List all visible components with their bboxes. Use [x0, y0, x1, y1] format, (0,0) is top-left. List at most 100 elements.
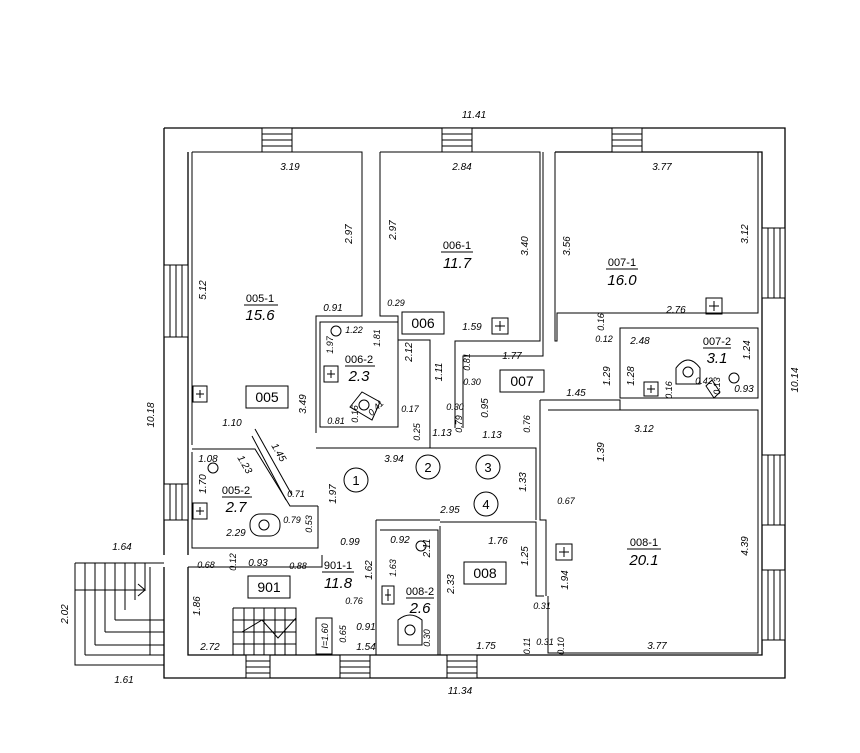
- dim: 3.40: [520, 236, 531, 256]
- dim: 0.68: [197, 560, 215, 570]
- dim: 0.29: [387, 298, 405, 308]
- dim: 0.65: [338, 624, 348, 643]
- stair-label: I=1.60: [320, 623, 330, 648]
- dim-stair-bottom: 1.61: [114, 675, 133, 686]
- dim: 1.24: [742, 340, 753, 360]
- dim: 0.95: [480, 398, 491, 418]
- room-id: 007-1: [608, 257, 636, 269]
- room-area: 2.7: [225, 499, 248, 516]
- room-area: 11.8: [324, 575, 353, 592]
- dim: 2.11: [422, 539, 433, 559]
- dim: 1.22: [345, 325, 363, 335]
- dim: 1.13: [482, 430, 502, 441]
- room-006-1: 006-1 11.7: [441, 240, 473, 272]
- dim: 0.31: [533, 601, 551, 611]
- svg-text:007: 007: [510, 373, 534, 389]
- dim: 1.23: [235, 454, 254, 477]
- dim: 0.25: [412, 422, 422, 441]
- dim: 3.94: [384, 454, 404, 465]
- dim: 0.91: [323, 303, 342, 314]
- interior-walls: [74, 151, 759, 666]
- dim: 3.77: [652, 162, 672, 173]
- dim-stair-top: 1.64: [112, 542, 132, 553]
- dim: 0.31: [536, 637, 554, 647]
- dim: 1.62: [364, 560, 375, 580]
- circle-1: 1: [343, 467, 369, 493]
- dim: 1.86: [192, 596, 203, 616]
- dim-overall-top: 11.41: [462, 110, 486, 121]
- room-005-2: 005-2 2.7: [222, 485, 252, 516]
- dim: 1.76: [488, 536, 508, 547]
- room-006-2: 006-2 2.3: [345, 354, 375, 385]
- svg-text:005: 005: [255, 389, 279, 405]
- dim: 0.41: [366, 398, 385, 417]
- svg-text:3: 3: [484, 460, 491, 475]
- circle-4: 4: [473, 491, 499, 517]
- dim: 0.53: [304, 515, 314, 533]
- room-008-1: 008-1 20.1: [627, 537, 661, 569]
- dim: 1.75: [476, 641, 496, 652]
- dim: 3.19: [280, 162, 300, 173]
- room-id: 005-1: [246, 293, 274, 305]
- room-area: 3.1: [707, 350, 728, 367]
- dim: 1.45: [269, 442, 288, 465]
- dim: 0.30: [446, 402, 464, 412]
- svg-text:4: 4: [482, 497, 489, 512]
- dim: 0.81: [462, 353, 472, 371]
- dim: 1.54: [356, 642, 376, 653]
- room-007-1: 007-1 16.0: [606, 257, 638, 289]
- dim: 2.84: [451, 162, 472, 173]
- dim: 0.30: [422, 629, 432, 647]
- dim: 1.94: [560, 570, 571, 590]
- room-area: 20.1: [628, 552, 658, 569]
- dim: 2.48: [629, 336, 650, 347]
- dim: 1.45: [566, 388, 586, 399]
- dim: 0.88: [289, 561, 307, 571]
- room-area: 2.3: [348, 368, 371, 385]
- dim: 1.97: [325, 335, 335, 354]
- dim: 0.16: [596, 313, 606, 331]
- dim: 1.13: [432, 428, 452, 439]
- room-id: 006-2: [345, 354, 373, 366]
- dim: 0.16: [664, 381, 674, 399]
- dim: 3.77: [647, 641, 667, 652]
- dim: 0.92: [390, 535, 410, 546]
- dim: 0.93: [248, 558, 268, 569]
- room-008-2: 008-2 2.6: [406, 586, 434, 617]
- dim: 0.99: [340, 537, 360, 548]
- room-id: 006-1: [443, 240, 471, 252]
- dim: 1.63: [388, 559, 398, 577]
- dim-stair-side: 2.02: [60, 604, 71, 625]
- svg-text:1: 1: [352, 473, 359, 488]
- dim: 0.76: [345, 596, 363, 606]
- svg-text:2: 2: [424, 460, 431, 475]
- dim: 3.49: [298, 394, 309, 414]
- dim: 0.30: [463, 377, 481, 387]
- dim: 0.16: [350, 405, 360, 423]
- dim: 0.12: [228, 553, 238, 571]
- dim: 1.77: [502, 351, 522, 362]
- dim-overall-left: 10.18: [146, 402, 157, 427]
- dim: 0.76: [522, 415, 532, 433]
- room-005-1: 005-1 15.6: [244, 293, 278, 324]
- dim: 1.11: [434, 363, 445, 382]
- dim: 0.12: [595, 334, 613, 344]
- dim: 2.97: [388, 220, 399, 241]
- room-007-2: 007-2 3.1: [703, 336, 731, 367]
- dim-overall-right: 10.14: [790, 367, 801, 392]
- dim: 2.95: [439, 505, 460, 516]
- dim: 0.91: [356, 622, 375, 633]
- dim: 2.72: [199, 642, 220, 653]
- fixtures: [192, 297, 740, 655]
- dim: 2.97: [344, 224, 355, 245]
- dim: 1.29: [602, 366, 613, 386]
- room-id: 005-2: [222, 485, 250, 497]
- dim: 1.10: [222, 418, 242, 429]
- windows: [163, 127, 786, 679]
- dim: 3.12: [634, 424, 654, 435]
- room-id: 008-1: [630, 537, 658, 549]
- dim: 0.42: [695, 376, 713, 386]
- dim: 1.08: [198, 454, 218, 465]
- room-area: 16.0: [607, 272, 637, 289]
